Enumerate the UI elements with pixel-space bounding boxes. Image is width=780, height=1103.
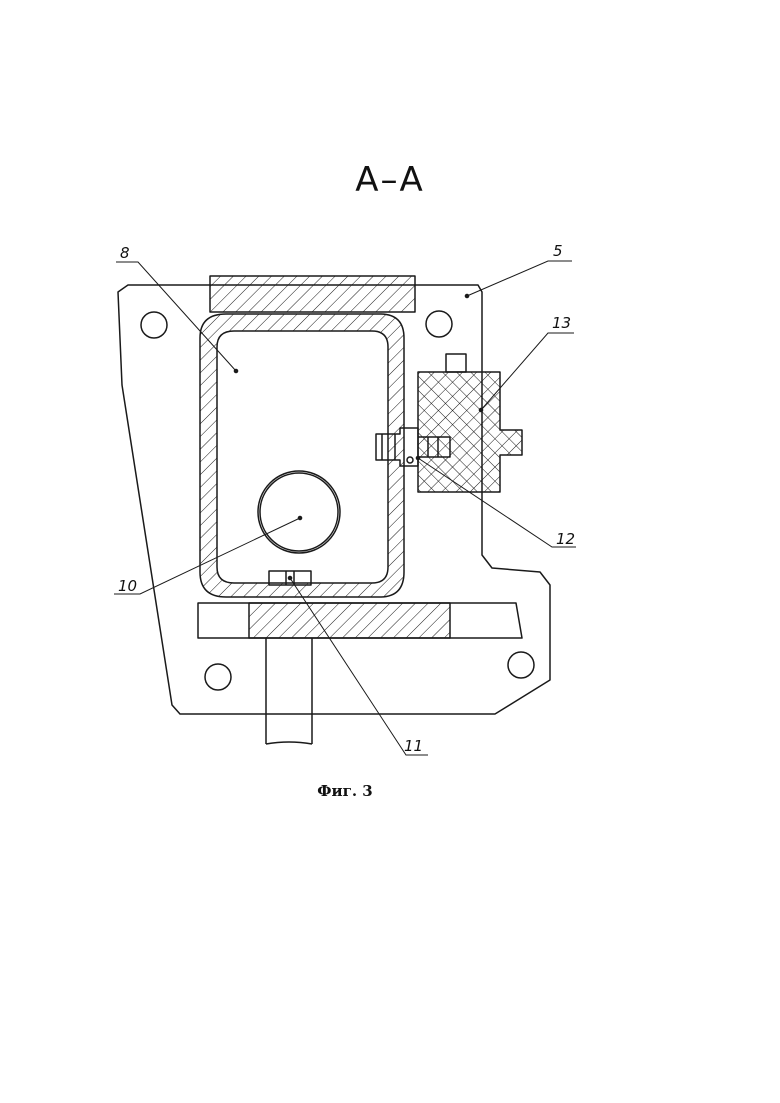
leader-5 (467, 261, 572, 296)
top-clamp-bar (210, 276, 415, 312)
round-bar-inner (260, 473, 338, 551)
mounting-hole-bottom-right (508, 652, 534, 678)
vertical-rod (266, 638, 312, 744)
callout-5: 5 (553, 242, 563, 260)
sensor-block (418, 372, 522, 492)
callout-8: 8 (120, 244, 130, 262)
tube-wall (200, 314, 404, 597)
mounting-hole-bottom-left (205, 664, 231, 690)
mounting-hole-top-left (141, 312, 167, 338)
figure-caption: Фиг. 3 (0, 782, 690, 800)
base-plate-outline (118, 285, 550, 714)
mounting-hole-top-right (426, 311, 452, 337)
bottom-rail-hatched-block (249, 603, 450, 638)
callout-10: 10 (118, 577, 137, 595)
sensor-block-tab (446, 354, 466, 372)
callout-13: 13 (552, 314, 571, 332)
round-bar (258, 471, 340, 553)
callout-12: 12 (556, 530, 575, 548)
callout-11: 11 (404, 737, 423, 755)
